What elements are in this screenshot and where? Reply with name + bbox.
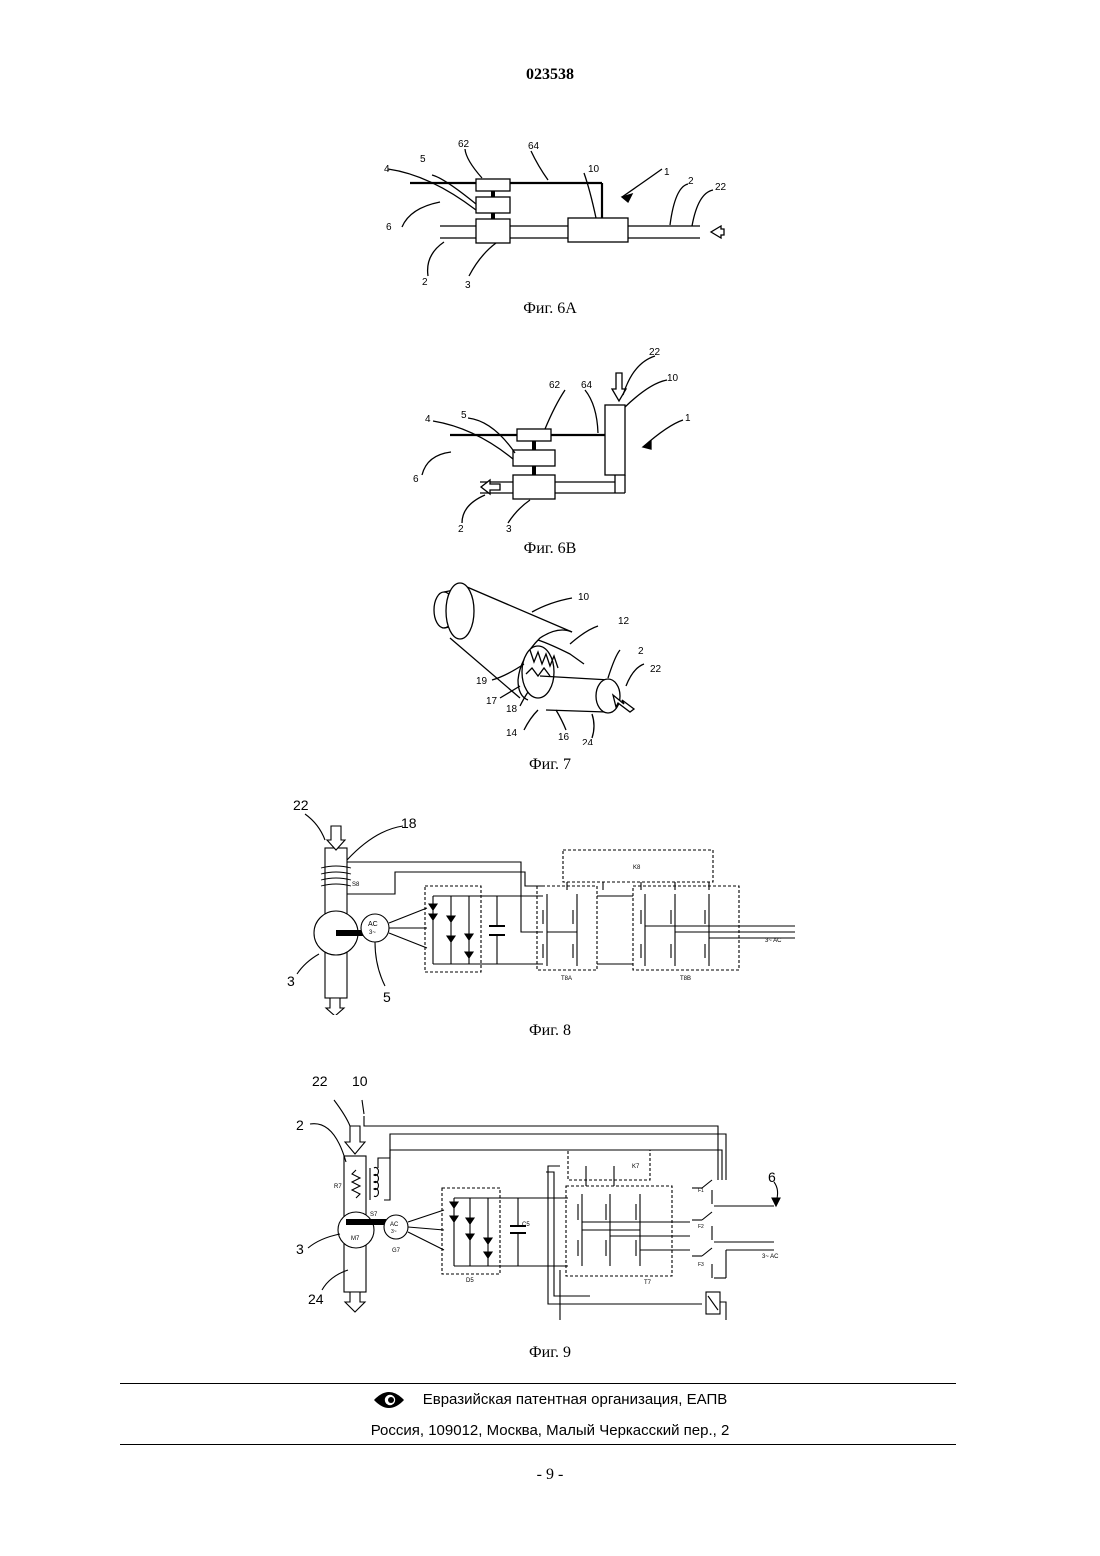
footer-organization: Евразийская патентная организация, ЕАПВ [423, 1391, 728, 1408]
fig8-output-label: 3~ AC [765, 938, 782, 944]
fig7-label: 19 [476, 676, 488, 687]
fig8-t8b-label: T8B [680, 976, 691, 982]
figure-7-caption: Фиг. 7 [450, 756, 650, 774]
fig6a-label: 2 [688, 176, 694, 187]
fig9-f2-label: F2 [698, 1224, 704, 1230]
fig6b-label: 5 [461, 410, 467, 421]
page-number: - 9 - [0, 1466, 1100, 1484]
fig6a-label: 1 [664, 167, 670, 178]
fig9-label: 24 [308, 1291, 324, 1307]
fig7-label: 2 [638, 646, 644, 657]
fig7-label: 17 [486, 696, 498, 707]
fig7-label: 18 [506, 704, 518, 715]
figure-6a-drawing: 62 64 10 1 2 22 4 5 6 2 3 [370, 130, 760, 295]
footer-address: Россия, 109012, Москва, Малый Черкасский… [0, 1422, 1100, 1439]
fig6b-label: 6 [413, 474, 419, 485]
footer-bottom-rule [120, 1444, 956, 1445]
fig6b-label: 62 [549, 380, 561, 391]
fig9-label: 10 [352, 1073, 368, 1089]
fig9-m7-label: M7 [351, 1236, 360, 1242]
fig9-label: 6 [768, 1169, 776, 1185]
figure-6b-drawing: 22 10 62 64 1 5 4 6 2 3 [405, 345, 705, 535]
fig6a-label: 5 [420, 154, 426, 165]
svg-text:AC: AC [368, 921, 378, 928]
fig9-label: 2 [296, 1117, 304, 1133]
fig6b-label: 22 [649, 347, 661, 358]
fig8-label: 18 [401, 815, 417, 831]
fig9-t7-label: T7 [644, 1280, 652, 1286]
figure-7-drawing: 10 12 2 22 19 17 18 14 16 24 [420, 580, 680, 745]
fig9-s7-label: S7 [370, 1212, 378, 1218]
figure-6a-caption: Фиг. 6A [450, 300, 650, 318]
fig9-k7-label: K7 [632, 1164, 640, 1170]
svg-text:AC: AC [390, 1222, 399, 1228]
figure-8-drawing: S8 AC 3~ K8 T8A T8B [285, 790, 825, 1015]
fig7-label: 16 [558, 732, 570, 743]
document-number: 023538 [0, 66, 1100, 84]
svg-text:3~: 3~ [391, 1229, 397, 1235]
fig6b-label: 1 [685, 413, 691, 424]
fig9-f1-label: F1 [698, 1188, 704, 1194]
figure-9-caption: Фиг. 9 [450, 1344, 650, 1362]
fig6b-label: 64 [581, 380, 593, 391]
figure-6b-caption: Фиг. 6B [450, 540, 650, 558]
fig6a-label: 10 [588, 164, 600, 175]
fig8-k8-label: K8 [633, 865, 641, 871]
fig6b-label: 3 [506, 524, 512, 535]
fig7-label: 10 [578, 592, 590, 603]
eapo-logo-icon [373, 1390, 405, 1410]
fig7-label: 22 [650, 664, 662, 675]
fig9-label: 22 [312, 1073, 328, 1089]
fig9-label: 3 [296, 1241, 304, 1257]
fig7-label: 24 [582, 738, 594, 745]
svg-text:3~: 3~ [369, 930, 376, 936]
fig6a-label: 3 [465, 280, 471, 291]
fig8-label: 3 [287, 973, 295, 989]
fig6a-label: 62 [458, 139, 470, 150]
fig6a-label: 22 [715, 182, 727, 193]
fig9-f3-label: F3 [698, 1262, 704, 1268]
fig9-c5-label: C5 [522, 1222, 530, 1228]
fig9-output-label: 3~ AC [762, 1254, 779, 1260]
fig6a-label: 64 [528, 141, 540, 152]
fig9-r7-label: R7 [334, 1184, 342, 1190]
fig8-label: 22 [293, 797, 309, 813]
fig8-t8a-label: T8A [561, 976, 572, 982]
fig8-s8-label: S8 [352, 882, 360, 888]
fig6b-label: 4 [425, 414, 431, 425]
fig7-label: 14 [506, 728, 518, 739]
footer-top-rule [120, 1383, 956, 1384]
figure-8-caption: Фиг. 8 [450, 1022, 650, 1040]
fig9-d5-label: D5 [466, 1278, 474, 1284]
fig6a-label: 4 [384, 164, 390, 175]
fig9-g7-label: G7 [392, 1248, 401, 1254]
fig6a-label: 6 [386, 222, 392, 233]
fig6b-label: 10 [667, 373, 679, 384]
fig6b-label: 2 [458, 524, 464, 535]
fig7-label: 12 [618, 616, 630, 627]
fig8-label: 5 [383, 989, 391, 1005]
figure-9-drawing: R7 S7 M7 AC 3~ G7 D5 C5 K7 T7 [290, 1070, 810, 1320]
footer-organization-line: Евразийская патентная организация, ЕАПВ [0, 1390, 1100, 1410]
fig6a-label: 2 [422, 277, 428, 288]
